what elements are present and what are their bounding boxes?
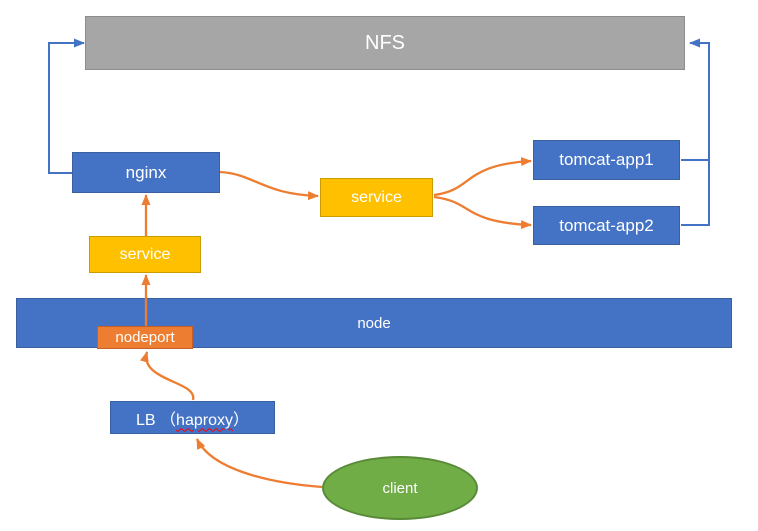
- edge-service-mid-to-tomcat-app1: [433, 157, 532, 197]
- nfs-box: NFS: [85, 16, 685, 70]
- lb-label-haproxy: haproxy: [176, 411, 233, 429]
- edge-lb-to-nodeport: [140, 351, 195, 401]
- nodeport-label: nodeport: [115, 329, 175, 346]
- tomcat-app2-box: tomcat-app2: [533, 206, 680, 245]
- service-mid-box: service: [320, 178, 433, 217]
- nodeport-box: nodeport: [97, 326, 193, 349]
- edge-tomcat-app2-to-nfs: [681, 38, 710, 226]
- edge-service-mid-to-tomcat-app2: [433, 195, 532, 230]
- tomcat-app1-box: tomcat-app1: [533, 140, 680, 180]
- tomcat-app2-label: tomcat-app2: [559, 215, 654, 235]
- edge-nginx-to-service-mid: [219, 170, 319, 201]
- lb-label-prefix: LB （: [136, 411, 177, 429]
- service-mid-label: service: [351, 188, 402, 206]
- service-left-box: service: [89, 236, 201, 273]
- nginx-label: nginx: [125, 162, 167, 182]
- nfs-label: NFS: [365, 31, 405, 54]
- nginx-box: nginx: [72, 152, 220, 193]
- client-label: client: [382, 479, 418, 497]
- lb-label-suffix: ）: [232, 411, 249, 429]
- node-label: node: [357, 314, 391, 332]
- tomcat-app1-label: tomcat-app1: [559, 150, 654, 169]
- lb-haproxy-box: LB （haproxy）: [110, 401, 275, 434]
- lb-label: LB （haproxy）: [136, 406, 249, 430]
- client-ellipse: client: [322, 456, 478, 520]
- service-left-label: service: [119, 245, 171, 263]
- edge-client-to-lb: [195, 438, 323, 489]
